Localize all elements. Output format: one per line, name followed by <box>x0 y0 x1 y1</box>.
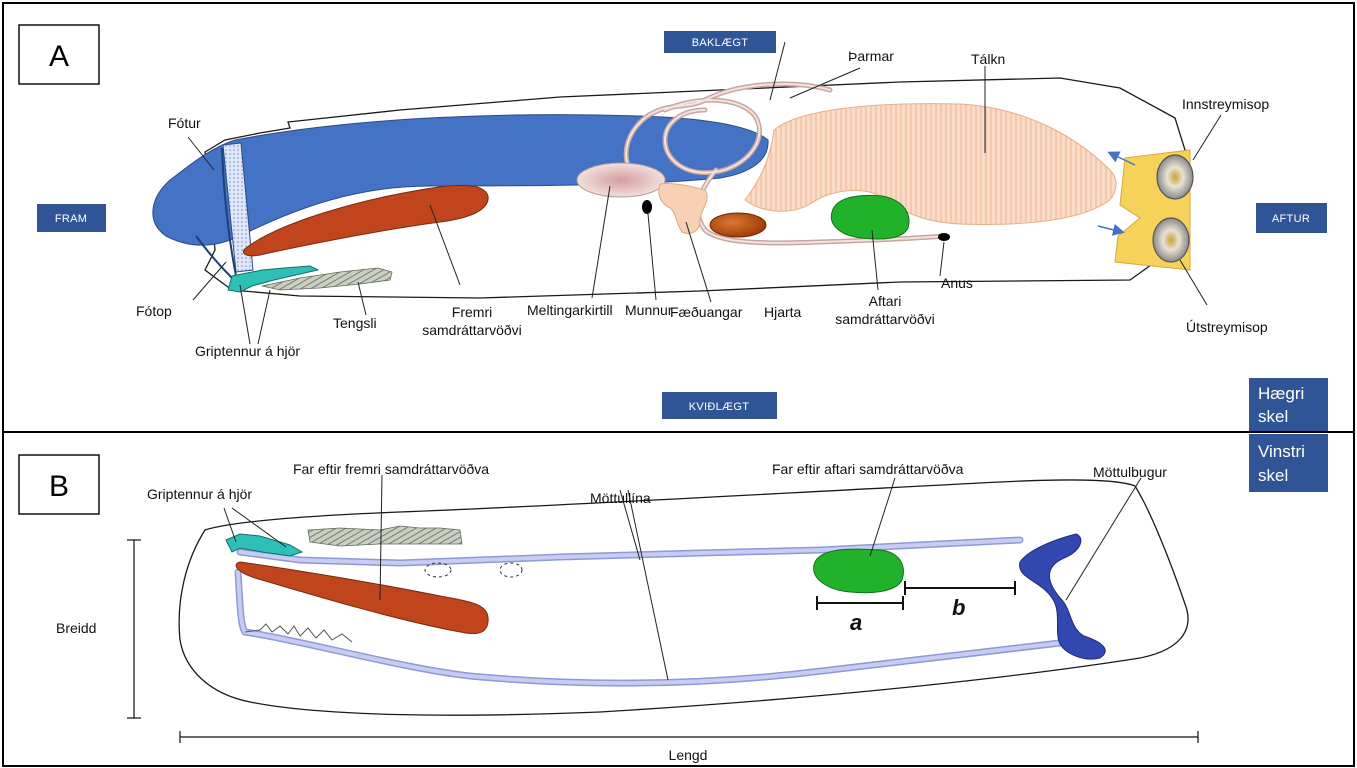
label-tengsli: Tengsli <box>333 315 377 331</box>
panel-a-letter: A <box>49 40 69 73</box>
label-breidd: Breidd <box>56 620 96 636</box>
inhalant-siphon <box>1157 155 1193 199</box>
label-a: a <box>850 610 862 635</box>
label-munnur: Munnur <box>625 302 673 318</box>
label-fremri-2: samdráttarvöðvi <box>422 322 522 338</box>
tag-left-shell-line1: Vinstri <box>1258 442 1305 461</box>
label-fotop: Fótop <box>136 303 172 319</box>
mouth <box>642 200 652 214</box>
label-parmar: Þarmar <box>848 48 894 64</box>
tag-right-shell-line2: skel <box>1258 407 1288 426</box>
label-utstreymisop: Útstreymisop <box>1186 319 1268 335</box>
label-faeduangar: Fæðuangar <box>670 304 743 320</box>
label-talkn: Tálkn <box>971 51 1005 67</box>
label-aftari-2: samdráttarvöðvi <box>835 311 935 327</box>
panel-b-letter: B <box>49 470 69 503</box>
label-aftari-1: Aftari <box>869 293 902 309</box>
tag-dorsal-label: BAKLÆGT <box>692 37 749 49</box>
label-far-fremri: Far eftir fremri samdráttarvöðva <box>293 461 489 477</box>
label-far-aftari: Far eftir aftari samdráttarvöðva <box>772 461 964 477</box>
tag-anterior-label: FRAM <box>55 213 87 225</box>
tag-posterior-label: AFTUR <box>1272 213 1310 225</box>
label-fremri-1: Fremri <box>452 304 492 320</box>
label-fotur: Fótur <box>168 115 201 131</box>
label-griptennur-a: Griptennur á hjör <box>195 343 300 359</box>
digestive-gland <box>577 163 665 197</box>
anus <box>938 233 950 241</box>
ligament-b <box>308 526 462 546</box>
label-meltingarkirtill: Meltingarkirtill <box>527 302 613 318</box>
tag-left-shell-line2: skel <box>1258 466 1288 485</box>
label-b: b <box>952 595 965 620</box>
label-innstreymisop: Innstreymisop <box>1182 96 1269 112</box>
heart <box>710 213 766 237</box>
tag-ventral-label: KVIÐLÆGT <box>689 401 749 413</box>
label-mottullina: Möttullína <box>590 490 651 506</box>
label-griptennur-b: Griptennur á hjör <box>147 486 252 502</box>
label-anus: Anus <box>941 275 973 291</box>
tag-right-shell-line1: Hægri <box>1258 384 1304 403</box>
posterior-adductor-muscle <box>831 195 909 239</box>
label-hjarta: Hjarta <box>764 304 802 320</box>
posterior-adductor-scar <box>814 549 904 593</box>
label-lengd: Lengd <box>669 747 708 763</box>
exhalant-siphon <box>1153 218 1189 262</box>
label-mottulbugur: Möttulbugur <box>1093 464 1167 480</box>
